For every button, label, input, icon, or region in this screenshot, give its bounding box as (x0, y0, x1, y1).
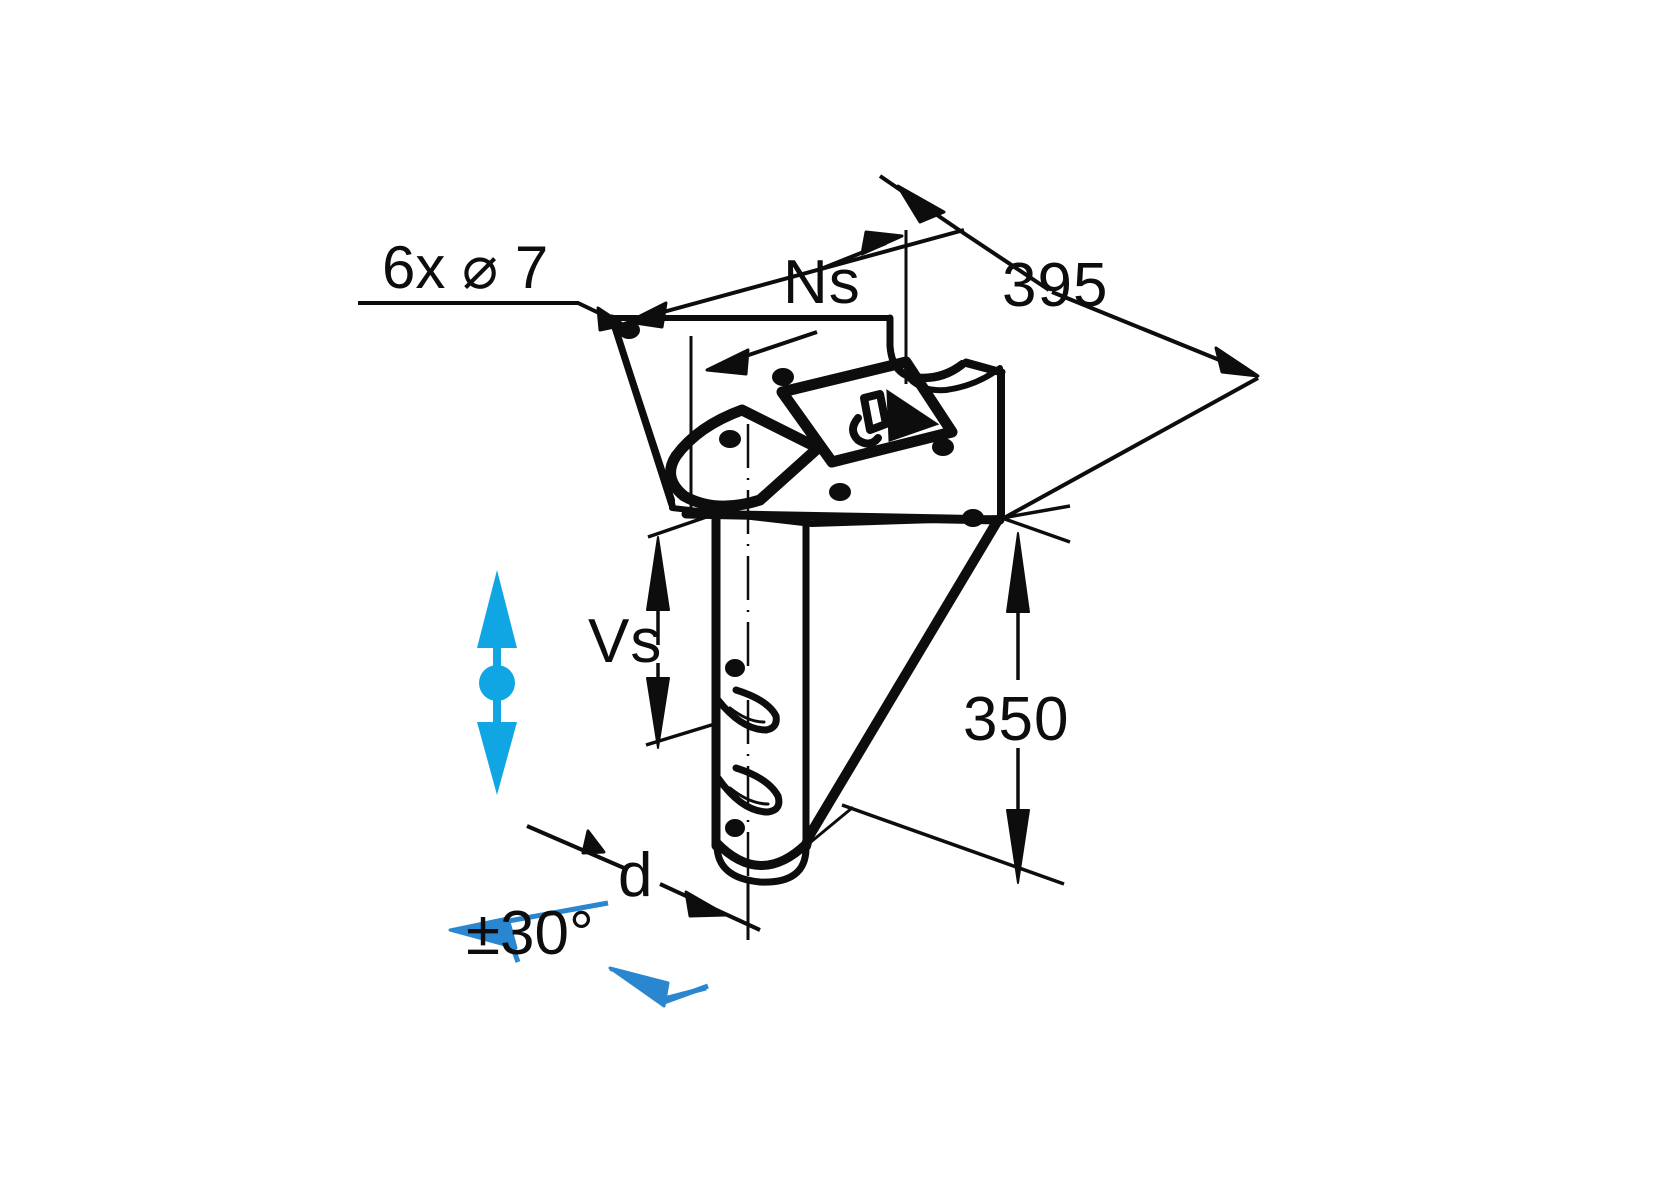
plate-front-edge (681, 509, 1005, 525)
gusset-bottom-edge (804, 806, 854, 848)
tube-body (713, 508, 810, 886)
dim-395-arrow-right (1214, 346, 1260, 378)
dim-395-group: 395 (626, 174, 1260, 520)
dim-350-arrow-up (1006, 532, 1030, 613)
tube-hole-lower (725, 819, 745, 837)
dim-d-line-left (526, 824, 625, 870)
dim-395-witness (1003, 376, 1259, 520)
dim-395-apex-right (960, 230, 1051, 292)
vertical-travel-pivot-dot (479, 665, 515, 701)
dim-vs-arrow-down (646, 677, 670, 749)
mounting-hole-6 (962, 509, 984, 527)
tilt-angle-group: ±30° (448, 899, 709, 1008)
cutout-inner-face (886, 389, 940, 443)
mounting-hole-4 (932, 438, 954, 456)
mounting-hole-3 (719, 430, 741, 448)
dim-395-lower-ray (1051, 290, 1245, 372)
dim-395-arrow-apex (896, 184, 946, 224)
vertical-travel-arrow-group (477, 570, 517, 795)
dim-350-witness-top-b (1001, 504, 1071, 520)
tube-bottom-ellipse (711, 837, 811, 870)
dim-350-label: 350 (963, 685, 1069, 754)
dim-350-arrow-down (1006, 809, 1030, 884)
dim-d-group: d (526, 824, 761, 940)
tube-slot-lower (714, 764, 783, 816)
dim-d-label: d (618, 841, 653, 910)
dim-vs-label: Vs (588, 607, 662, 676)
tilt-angle-arrow-upper-tail (507, 939, 521, 963)
dim-vs-arrow-up (646, 536, 670, 611)
vertical-travel-arrow-down-icon (477, 722, 517, 795)
tilt-angle-arrow-lower-tail (609, 967, 669, 986)
dim-d-arrow-left (581, 829, 606, 855)
dim-vs-group: Vs (588, 511, 719, 749)
cutout-tab (860, 390, 890, 434)
hole-callout-leader (358, 301, 623, 326)
hole-callout-label: 6x ⌀ 7 (382, 234, 548, 301)
tilt-angle-arrow-upper-head (448, 916, 518, 950)
tube-hole-upper (725, 659, 745, 677)
dim-395-arrow-left (626, 301, 668, 329)
mounting-hole-5 (829, 483, 851, 501)
dim-ns-arrow-right-head (860, 230, 904, 256)
dim-ns-group: Ns (689, 230, 908, 510)
part-geometry (608, 314, 1006, 940)
dim-vs-witness-top (647, 511, 719, 539)
tilt-angle-vertex-line (663, 983, 709, 1005)
dim-395-upper-ray (644, 228, 965, 319)
dim-350-witness-top-a (1001, 516, 1071, 544)
dim-395-label: 395 (1002, 251, 1108, 320)
hole-callout-group: 6x ⌀ 7 (358, 234, 626, 332)
dim-350-group: 350 (841, 504, 1071, 886)
tilt-angle-label: ±30° (466, 899, 594, 968)
gusset-triangle (801, 515, 1003, 851)
plate-left-edge (608, 314, 676, 509)
rect-cutout (776, 356, 958, 468)
dim-ns-arrow-left-head (705, 348, 750, 376)
vertical-travel-arrow-up-icon (477, 570, 517, 648)
tube-slot-lower-inner (728, 786, 770, 806)
tube-keyhole-cutout (665, 404, 824, 512)
dim-ns-label: Ns (783, 248, 861, 317)
tube-slot-upper (714, 686, 780, 734)
mounting-hole-2 (772, 368, 794, 386)
tilt-angle-arrow-lower-head (608, 966, 670, 1008)
cutout-tab-pin (849, 414, 882, 448)
dim-350-witness-bottom (841, 803, 1065, 886)
dim-d-arrow-right (684, 890, 728, 918)
hole-callout-arrow (596, 306, 626, 332)
